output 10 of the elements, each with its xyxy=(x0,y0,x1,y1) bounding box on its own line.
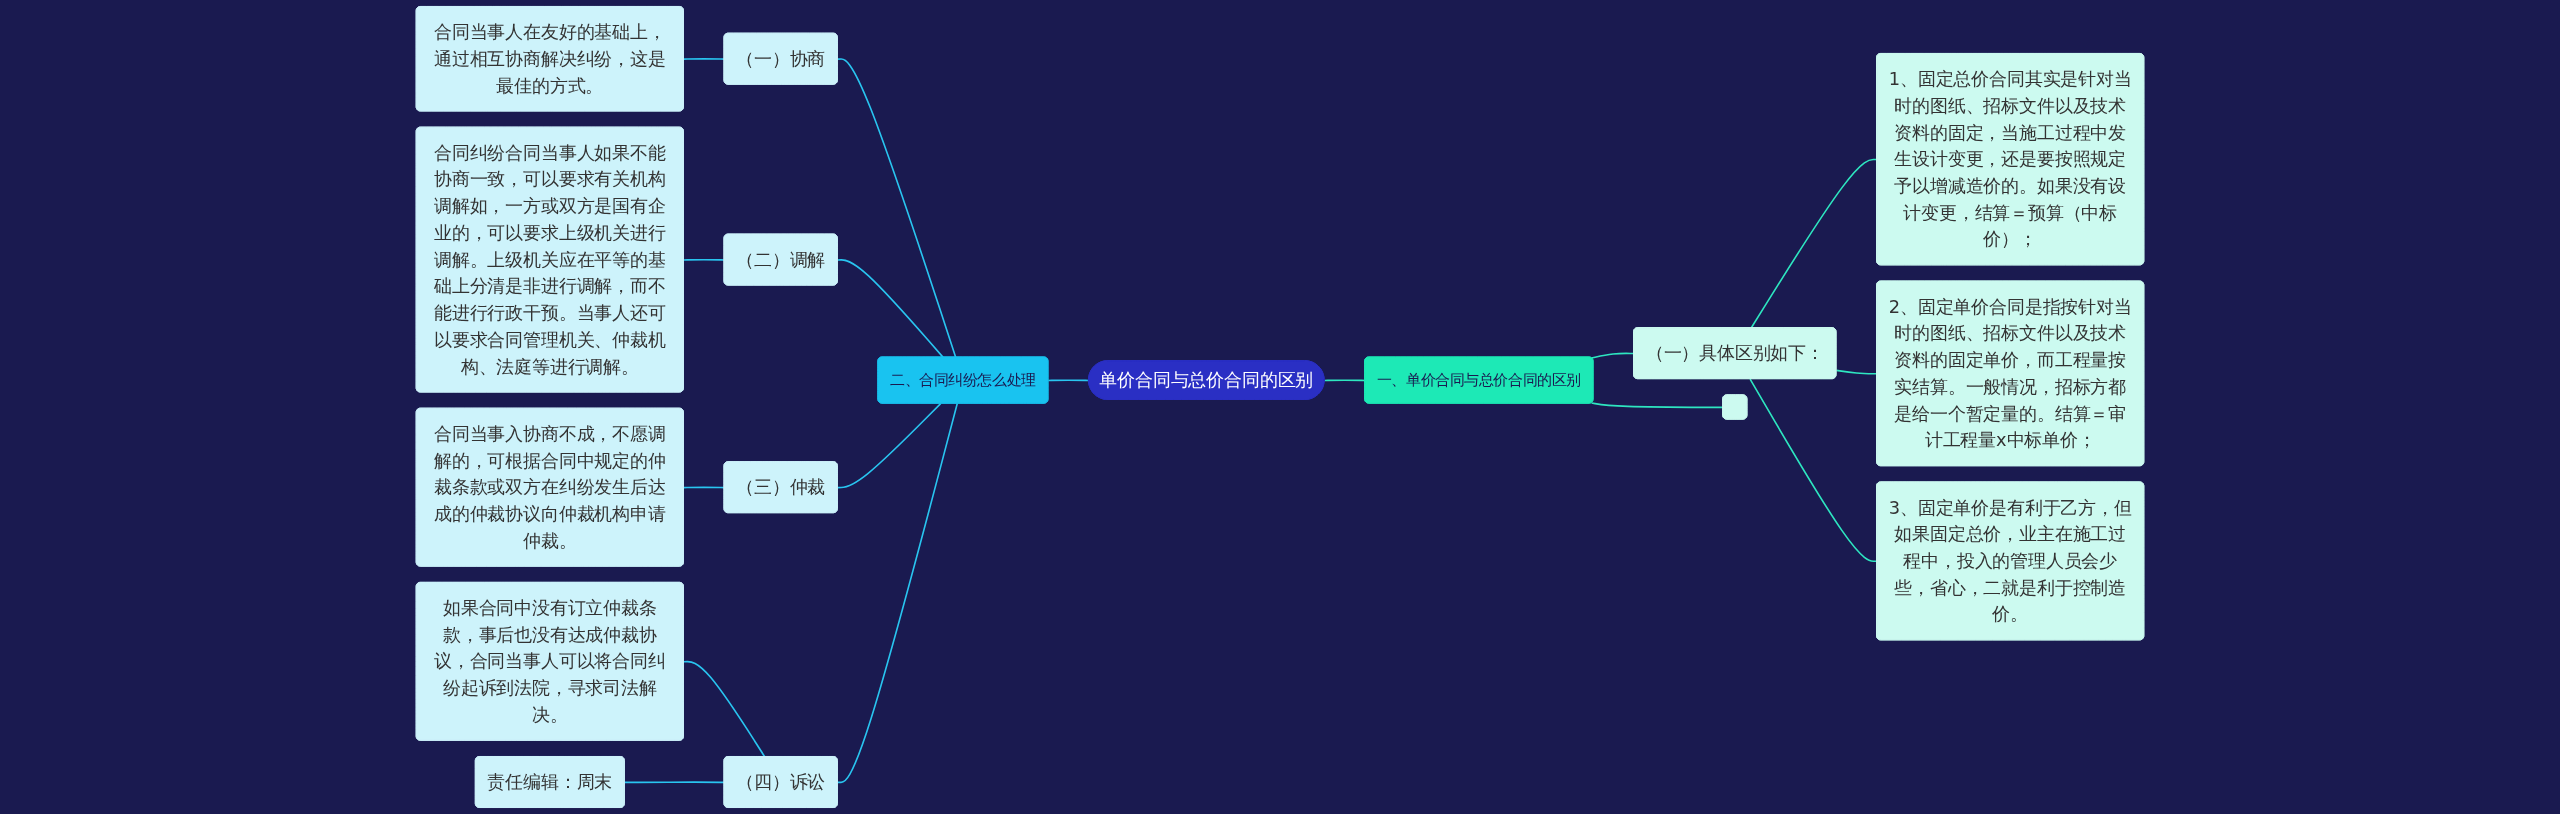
connector xyxy=(1750,158,1878,329)
connector xyxy=(1047,379,1090,382)
connector xyxy=(836,402,942,489)
connector xyxy=(1590,402,1724,409)
connector xyxy=(1590,352,1635,359)
connector xyxy=(836,402,959,784)
connector xyxy=(1749,378,1878,563)
connector xyxy=(1323,379,1366,382)
connector xyxy=(1835,369,1878,375)
connector xyxy=(683,660,766,758)
